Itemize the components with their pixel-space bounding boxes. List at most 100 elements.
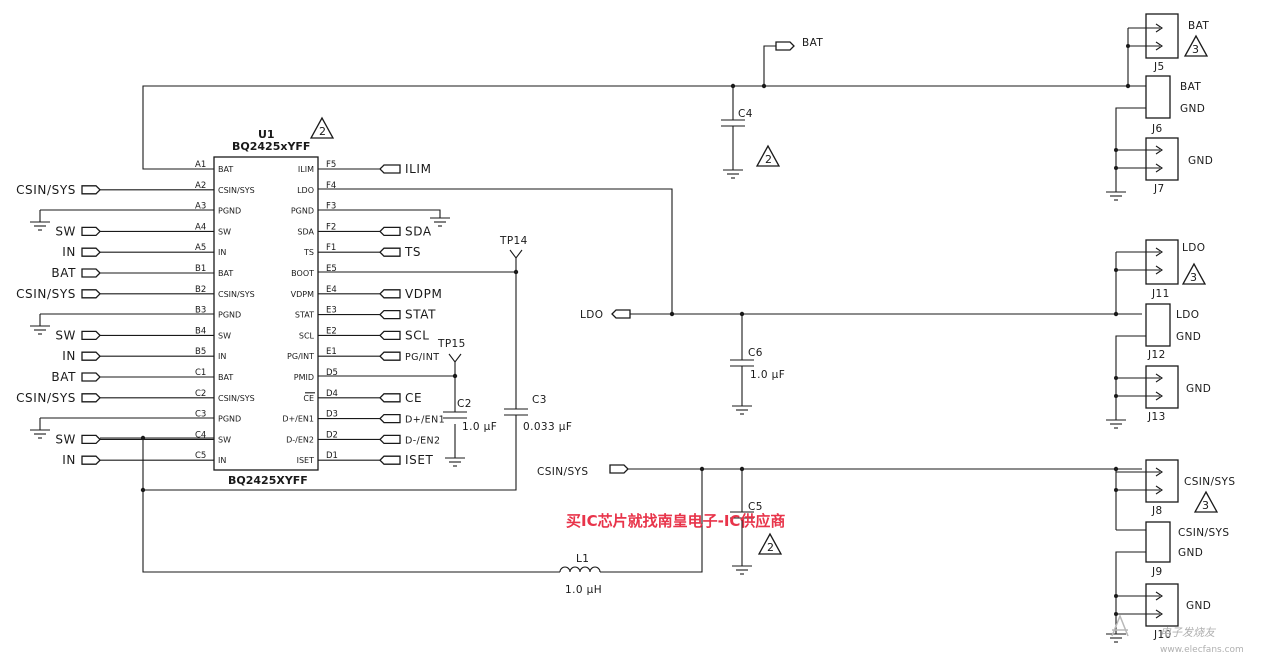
svg-text:J7: J7 xyxy=(1153,183,1165,195)
svg-text:ILIM: ILIM xyxy=(405,162,432,176)
svg-text:LDO: LDO xyxy=(1176,309,1199,321)
connector-j8: CSIN/SYS J8 3 xyxy=(1113,459,1235,531)
svg-text:A4: A4 xyxy=(195,222,206,232)
capacitor-c3: C3 0.033 µF xyxy=(504,394,572,433)
left-net-label: IN xyxy=(62,453,214,467)
svg-text:B4: B4 xyxy=(195,326,206,336)
svg-text:BAT: BAT xyxy=(51,266,76,280)
net-csin-sys: CSIN/SYS xyxy=(537,466,588,478)
svg-text:D+/EN1: D+/EN1 xyxy=(405,415,445,426)
svg-text:CSIN/SYS: CSIN/SYS xyxy=(218,394,255,403)
svg-text:B2: B2 xyxy=(195,285,206,295)
ic-u1-part-top: BQ2425xYFF xyxy=(232,140,310,153)
capacitor-c6-value: 1.0 µF xyxy=(750,369,785,381)
note-flag-j11: 3 xyxy=(1181,262,1207,285)
capacitor-c5-ref: C5 xyxy=(748,501,763,513)
right-net-label: VDPM xyxy=(318,287,442,301)
svg-text:F4: F4 xyxy=(326,181,336,191)
svg-text:0.033 µF: 0.033 µF xyxy=(523,421,572,433)
ldo-rail: LDO C6 1.0 µF xyxy=(580,309,1142,415)
note-flag-c5: 2 xyxy=(757,532,783,555)
connector-j6: BAT GND J6 xyxy=(1115,75,1205,192)
svg-text:D2: D2 xyxy=(326,430,338,440)
connector-j5: BAT J5 3 xyxy=(1126,13,1209,86)
svg-text:3: 3 xyxy=(1190,271,1197,284)
svg-text:B5: B5 xyxy=(195,347,206,357)
right-net-label: ISET xyxy=(318,453,433,467)
svg-text:TS: TS xyxy=(303,248,314,257)
left-net-label: CSIN/SYS xyxy=(16,183,214,197)
ic-u1-ref: U1 xyxy=(258,128,275,141)
right-net-label: TS xyxy=(318,245,421,259)
svg-text:PGND: PGND xyxy=(218,415,241,424)
svg-text:L1: L1 xyxy=(576,553,589,565)
svg-text:F2: F2 xyxy=(326,222,336,232)
left-net-label: SW xyxy=(55,224,214,238)
svg-text:CSIN/SYS: CSIN/SYS xyxy=(1178,527,1229,539)
svg-text:A1: A1 xyxy=(195,160,206,170)
svg-text:BOOT: BOOT xyxy=(291,269,314,278)
svg-text:J8: J8 xyxy=(1151,505,1163,517)
svg-text:BAT: BAT xyxy=(1188,20,1209,32)
svg-text:A5: A5 xyxy=(195,243,206,253)
svg-text:PGND: PGND xyxy=(291,207,314,216)
svg-text:CSIN/SYS: CSIN/SYS xyxy=(1184,476,1235,488)
svg-text:2: 2 xyxy=(767,541,774,554)
right-net-label: ILIM xyxy=(318,162,432,176)
svg-text:LDO: LDO xyxy=(297,186,314,195)
svg-text:GND: GND xyxy=(1186,383,1211,395)
svg-text:IN: IN xyxy=(218,456,226,465)
svg-text:BAT: BAT xyxy=(218,165,233,174)
svg-text:BAT: BAT xyxy=(51,370,76,384)
left-net-labels: CSIN/SYSSWINBATCSIN/SYSSWINBATCSIN/SYSSW… xyxy=(16,183,214,467)
svg-text:GND: GND xyxy=(1180,103,1205,115)
svg-text:2: 2 xyxy=(319,125,326,138)
ic-right-pins: F5ILIMF4LDOF3PGNDF2SDAF1TSE5BOOTE4VDPME3… xyxy=(282,160,338,465)
right-net-labels: ILIMSDATSVDPMSTATSCLPG/INTCED+/EN1D-/EN2… xyxy=(318,162,445,467)
svg-text:D-/EN2: D-/EN2 xyxy=(405,435,441,446)
svg-text:CE: CE xyxy=(303,394,314,403)
svg-text:E2: E2 xyxy=(326,326,337,336)
left-net-label: CSIN/SYS xyxy=(16,391,214,405)
svg-text:C4: C4 xyxy=(195,430,206,440)
inductor-l1: L1 1.0 µH xyxy=(559,553,602,596)
svg-text:D+/EN1: D+/EN1 xyxy=(282,415,314,424)
svg-text:E3: E3 xyxy=(326,306,337,316)
svg-text:PMID: PMID xyxy=(294,373,314,382)
capacitor-c2: C2 1.0 µF xyxy=(443,398,497,433)
svg-text:2: 2 xyxy=(765,153,772,166)
svg-text:B1: B1 xyxy=(195,264,206,274)
right-wiring xyxy=(318,188,673,467)
svg-text:E1: E1 xyxy=(326,347,337,357)
svg-text:BAT: BAT xyxy=(218,269,233,278)
svg-text:CSIN/SYS: CSIN/SYS xyxy=(16,391,76,405)
svg-text:IN: IN xyxy=(62,453,76,467)
svg-text:J11: J11 xyxy=(1151,288,1170,300)
svg-text:C3: C3 xyxy=(532,394,547,406)
svg-text:PG/INT: PG/INT xyxy=(287,352,314,361)
svg-text:SCL: SCL xyxy=(405,328,429,342)
svg-text:1.0 µF: 1.0 µF xyxy=(462,421,497,433)
svg-text:GND: GND xyxy=(1188,155,1213,167)
